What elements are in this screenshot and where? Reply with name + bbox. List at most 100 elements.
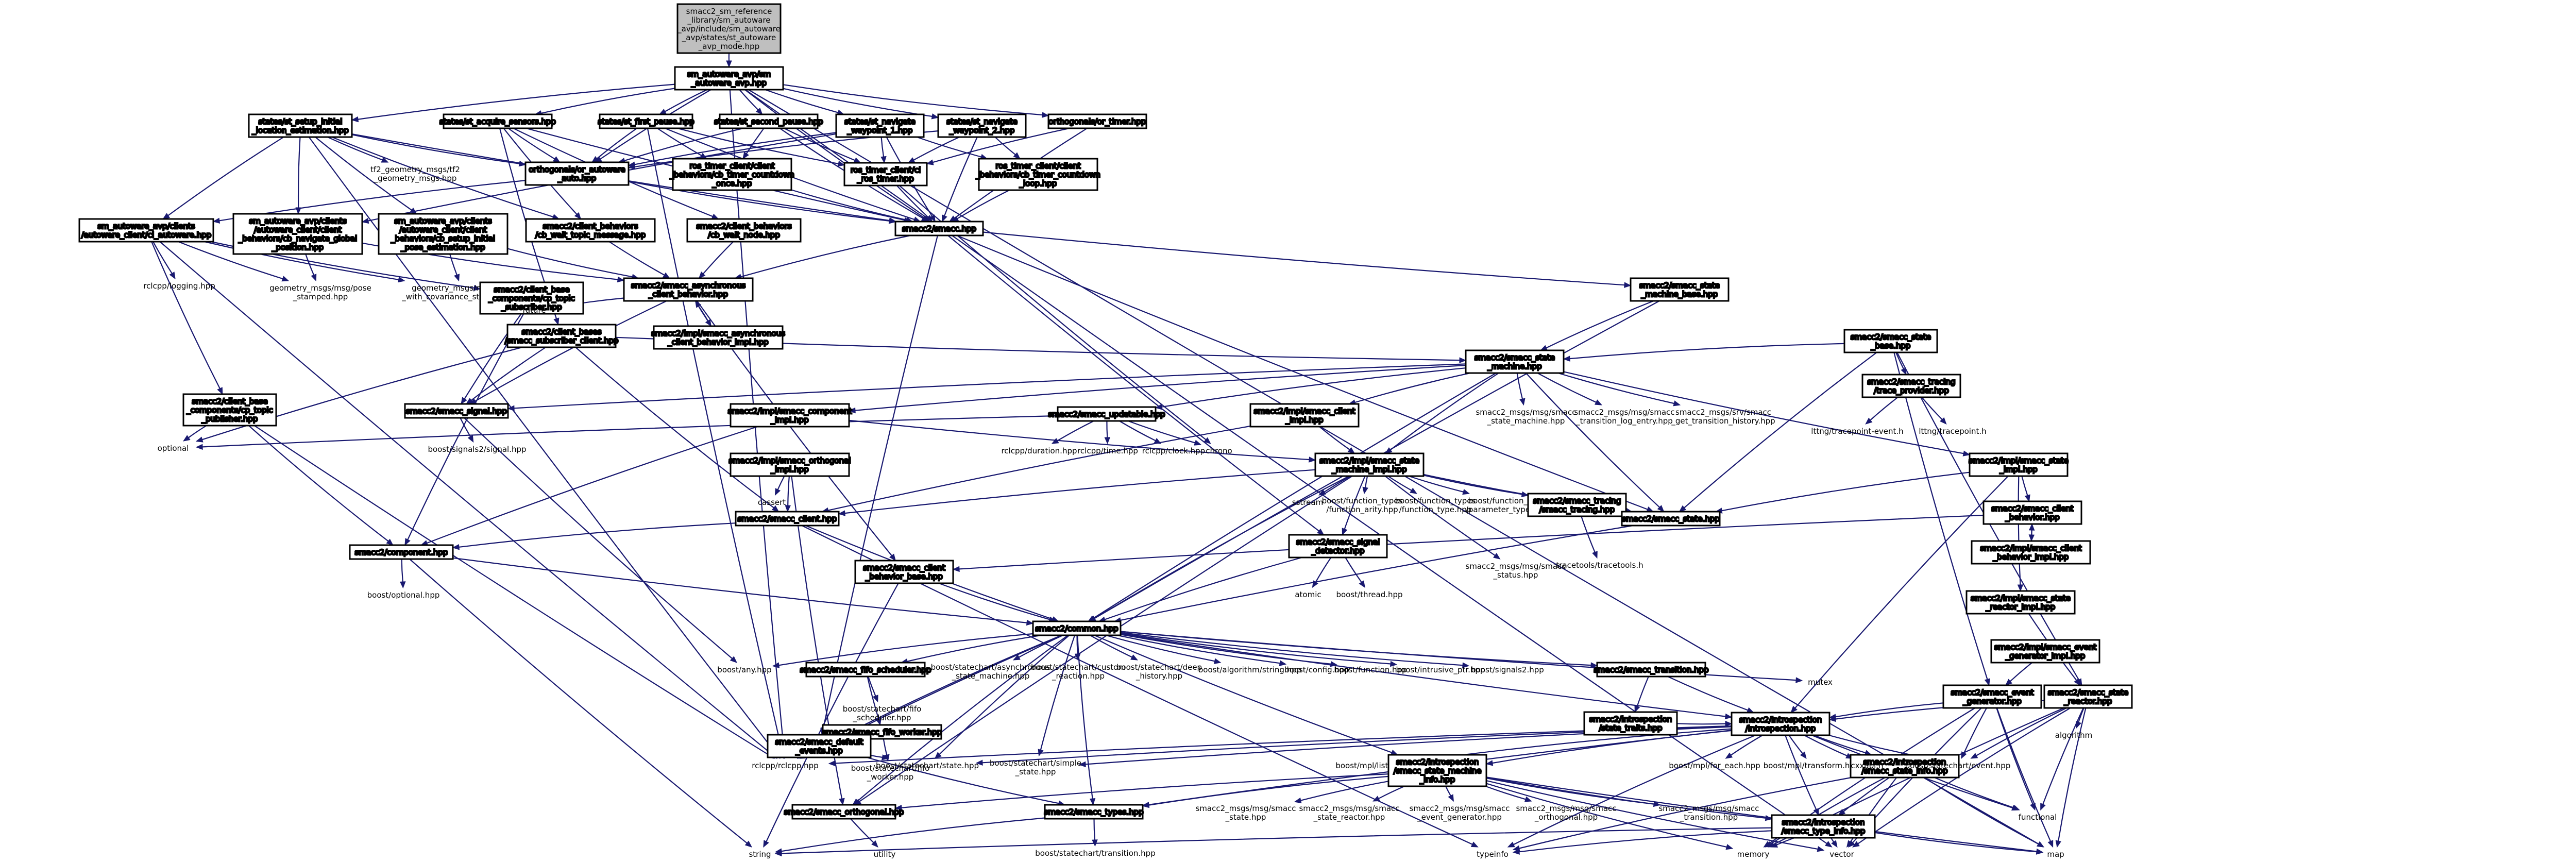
edge-sm-to-st-second bbox=[739, 89, 759, 110]
edge-cl-autoware-to-rclcpp bbox=[159, 241, 773, 755]
edge-arrowhead bbox=[1634, 705, 1640, 713]
node-cb-timer-loop[interactable]: ros_timer_client/client_behaviors/cb_tim… bbox=[975, 158, 1101, 191]
node-intro-sm-info[interactable]: smacc2/introspection/smacc_state_machine… bbox=[1387, 754, 1487, 787]
node-client-impl[interactable]: smacc2/impl/smacc_client_impl.hpp bbox=[1249, 403, 1360, 428]
node-label-line: _behavior_base.hpp bbox=[865, 572, 943, 582]
edge-arrowhead bbox=[361, 217, 369, 224]
node-mpl-foreach: boost/mpl/for_each.hpp bbox=[1669, 761, 1760, 771]
edge-sm-impl-to-bf-type bbox=[1387, 476, 1412, 491]
node-fifo-sched[interactable]: smacc2/smacc_fifo_scheduler.hpp bbox=[799, 662, 932, 678]
node-label-line: smacc2/smacc_types.hpp bbox=[1044, 807, 1144, 817]
node-component-hpp[interactable]: smacc2/component.hpp bbox=[349, 544, 454, 560]
node-cb-wait-topic[interactable]: smacc2/client_behaviors/cb_wait_topic_me… bbox=[525, 218, 656, 243]
node-label-line: boost/mpl/transform.hpp bbox=[1764, 761, 1860, 770]
edge-state-reactor-to-functional bbox=[2042, 707, 2084, 805]
node-label-line: chrono bbox=[1206, 446, 1232, 455]
node-smacc-signal[interactable]: smacc2/smacc_signal.hpp bbox=[404, 403, 509, 419]
node-async-cb-impl[interactable]: smacc2/impl/smacc_asynchronous_client_be… bbox=[650, 325, 786, 350]
node-async-cb[interactable]: smacc2/smacc_asynchronous_client_behavio… bbox=[623, 277, 754, 302]
node-common[interactable]: smacc2/common.hpp bbox=[1032, 620, 1122, 636]
edge-arrowhead bbox=[1362, 486, 1368, 495]
node-smacc-types[interactable]: smacc2/smacc_types.hpp bbox=[1043, 804, 1144, 820]
node-label-line: smacc2/impl/smacc_client bbox=[1980, 544, 2081, 553]
node-event-gen-impl[interactable]: smacc2/impl/smacc_event_generator_impl.h… bbox=[1990, 639, 2100, 664]
node-label-line: _avp_mode.hpp bbox=[698, 42, 759, 52]
node-default-events[interactable]: smacc2/smacc_default_events.hpp bbox=[767, 734, 872, 758]
edge-arrowhead bbox=[1512, 849, 1520, 855]
node-state-impl[interactable]: smacc2/impl/smacc_state_impl.hpp bbox=[1968, 452, 2069, 477]
node-cp-topic-pub[interactable]: smacc2/client_base_components/cp_topic_p… bbox=[182, 393, 277, 427]
edge-intro-type-info-to-typeinfo bbox=[1519, 830, 1772, 853]
edge-state-machine-to-msg-sm-status bbox=[1516, 373, 1523, 399]
node-intro-type-info[interactable]: smacc2/introspection/smacc_type_info.hpp bbox=[1771, 814, 1876, 839]
node-cb-timer-once[interactable]: ros_timer_client/client_behaviors/cb_tim… bbox=[669, 158, 795, 191]
node-cl-autoware[interactable]: sm_autoware_avp/clients/autoware_client/… bbox=[78, 218, 214, 243]
node-signal-detector[interactable]: smacc2/smacc_signal_detector.hpp bbox=[1288, 534, 1388, 559]
node-smacc-client[interactable]: smacc2/smacc_client.hpp bbox=[735, 511, 840, 527]
edge-arrowhead bbox=[1092, 839, 1098, 847]
node-client-behavior-impl[interactable]: smacc2/impl/smacc_client_behavior_impl.h… bbox=[1971, 540, 2091, 565]
node-cb-setup-pose[interactable]: sm_autoware_avp/clients/autoware_client/… bbox=[378, 213, 509, 255]
edge-or-autoware-to-smacc-hpp bbox=[628, 181, 890, 222]
node-label-line: _impl.hpp bbox=[770, 415, 808, 425]
node-state-reactor[interactable]: smacc2/smacc_state_reactor.hpp bbox=[2043, 684, 2133, 709]
node-label-line: /cb_wait_node.hpp bbox=[708, 230, 780, 240]
node-cassert: cassert bbox=[758, 498, 786, 507]
node-orthogonal-hpp[interactable]: smacc2/smacc_orthogonal.hpp bbox=[783, 804, 905, 820]
edge-st-setup-to-or-autoware bbox=[351, 134, 520, 164]
node-smacc-state-hpp[interactable]: smacc2/smacc_state.hpp bbox=[1621, 511, 1721, 527]
node-ros-timer[interactable]: ros_timer_client/cl_ros_timer.hpp bbox=[843, 162, 928, 187]
node-intro-state-traits[interactable]: smacc2/introspection/state_traits.hpp bbox=[1583, 711, 1678, 736]
node-future: future bbox=[522, 306, 546, 315]
node-transition[interactable]: smacc2/smacc_transition.hpp bbox=[1593, 662, 1709, 678]
edge-component-impl-to-component-hpp bbox=[427, 426, 758, 544]
node-cb-wait-node[interactable]: smacc2/client_behaviors/cb_wait_node.hpp bbox=[686, 218, 802, 243]
node-updatable[interactable]: smacc2/smacc_updatable.hpp bbox=[1047, 406, 1166, 422]
node-st-first[interactable]: states/st_first_pause.hpp bbox=[597, 113, 695, 129]
node-client-behavior[interactable]: smacc2/smacc_client_behavior.hpp bbox=[1982, 500, 2082, 525]
node-cp-topic-sub[interactable]: smacc2/client_base_components/cp_topic_s… bbox=[479, 281, 584, 315]
node-tracing-h[interactable]: smacc2/smacc_tracing/smacc_tracing.hpp bbox=[1527, 493, 1627, 517]
node-label-line: optional bbox=[158, 444, 189, 453]
edge-st-first-to-or-autoware bbox=[596, 128, 637, 159]
node-tracing-trace[interactable]: smacc2/smacc_tracing/trace_provider.hpp bbox=[1861, 374, 1961, 398]
node-cb-nav-global[interactable]: sm_autoware_avp/clients/autoware_client/… bbox=[232, 213, 363, 255]
node-introspection[interactable]: smacc2/introspection/introspection.hpp bbox=[1731, 712, 1831, 736]
edge-arrowhead bbox=[1846, 840, 1853, 848]
node-box bbox=[730, 452, 850, 477]
node-st-setup[interactable]: states/st_setup_initial_location_estimat… bbox=[248, 113, 353, 138]
node-event-gen[interactable]: smacc2/smacc_event_generator.hpp bbox=[1942, 684, 2042, 709]
node-or-autoware[interactable]: orthogonals/or_autoware_auto.hpp bbox=[524, 161, 630, 186]
node-st-second[interactable]: states/st_second_pause.hpp bbox=[714, 113, 824, 129]
node-or-timer[interactable]: orthogonals/or_timer.hpp bbox=[1047, 113, 1147, 129]
edge-state-machine-to-common bbox=[1093, 373, 1497, 619]
node-state-machine-base[interactable]: smacc2/smacc_state_machine_base.hpp bbox=[1630, 277, 1730, 302]
node-smacc-hpp[interactable]: smacc2/smacc.hpp bbox=[894, 221, 984, 236]
edge-smacc-types-to-bsc-transition bbox=[1093, 818, 1096, 840]
node-st-acquire[interactable]: states/st_acquire_sensors.hpp bbox=[438, 113, 557, 129]
node-sm-impl[interactable]: smacc2/impl/smacc_state_machine_impl.hpp bbox=[1314, 452, 1425, 477]
node-state-base[interactable]: smacc2/smacc_state_base.hpp bbox=[1843, 329, 1938, 353]
node-component-impl[interactable]: smacc2/impl/smacc_component_impl.hpp bbox=[727, 403, 853, 428]
node-intro-state-info[interactable]: smacc2/introspection/smacc_state_info.hp… bbox=[1850, 754, 1960, 779]
node-sm[interactable]: sm_autoware_avp/sm_autoware_avp.hpp bbox=[674, 66, 784, 91]
edge-introspection-to-mpl-foreach bbox=[1730, 735, 1763, 756]
node-label-line: /function_type.hpp bbox=[1399, 505, 1472, 515]
node-geom-pose-stamped: geometry_msgs/msg/pose_stamped.hpp bbox=[269, 283, 371, 302]
node-label-line: states/st_setup_initial bbox=[259, 117, 343, 127]
node-bf-type: boost/function_types/function_type.hpp bbox=[1395, 496, 1476, 515]
node-label-line: _state.hpp bbox=[1225, 813, 1266, 822]
node-orthogonal-impl[interactable]: smacc2/impl/smacc_orthogonal_impl.hpp bbox=[728, 452, 852, 477]
node-st-nav2[interactable]: states/st_navigate_waypoint_2.hpp bbox=[937, 113, 1027, 138]
edge-arrowhead bbox=[925, 215, 933, 222]
node-bsc-simple: boost/statechart/simple_state.hpp bbox=[990, 758, 1081, 777]
node-cb-subscriber[interactable]: smacc2/client_bases/smacc_subscriber_cli… bbox=[504, 324, 619, 348]
edge-default-events-to-bsc-state bbox=[870, 754, 883, 758]
node-label-line: rclcpp/logging.hpp bbox=[143, 281, 215, 291]
node-st-nav1[interactable]: states/st_navigate_waypoint_1.hpp bbox=[835, 113, 925, 138]
node-cb-base[interactable]: smacc2/smacc_client_behavior_base.hpp bbox=[854, 560, 954, 584]
edge-arrowhead bbox=[1984, 678, 1990, 686]
node-state-reactor-impl[interactable]: smacc2/impl/smacc_state_reactor_impl.hpp bbox=[1965, 590, 2076, 615]
node-label-line: /state_traits.hpp bbox=[1599, 723, 1663, 733]
node-state-machine[interactable]: smacc2/smacc_state_machine.hpp bbox=[1465, 349, 1565, 374]
